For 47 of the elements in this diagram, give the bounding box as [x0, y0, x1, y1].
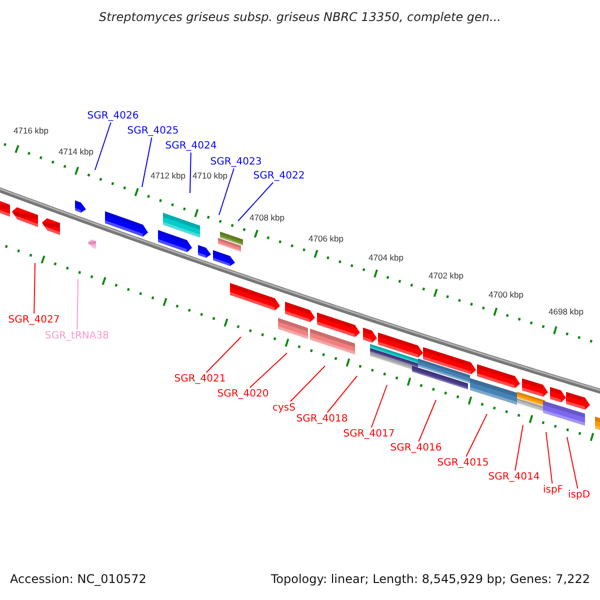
leader-line [142, 137, 152, 188]
leader-line [466, 414, 488, 457]
leader-line [76, 278, 78, 330]
title: Streptomyces griseus subsp. griseus NBRC 13350, complete gen... [98, 10, 502, 24]
leader-line [290, 366, 326, 402]
gene-label: SGR_4017 [343, 428, 395, 440]
scale-label: 4716 kbp [14, 126, 48, 136]
scale-label: 4710 kbp [192, 171, 228, 181]
gene-label: SGR_4026 [87, 110, 139, 122]
gene-label: SGR_4018 [296, 414, 348, 424]
gene-label: SGR_4024 [165, 140, 217, 152]
gene-label: SGR_4020 [217, 388, 269, 400]
scale-label: 4714 kbp [58, 147, 94, 157]
gene-label: SGR_4015 [437, 458, 489, 468]
leader-line [34, 262, 36, 314]
leader-line [94, 122, 112, 170]
leader-line [418, 400, 436, 442]
leader-line [370, 384, 388, 428]
leader-line [566, 436, 578, 489]
scale-label: 4706 kbp [308, 234, 344, 244]
leader-line [218, 168, 234, 216]
leader-line [514, 424, 524, 471]
gene-label: ispD [568, 490, 590, 500]
scale-label: 4698 kbp [548, 307, 584, 317]
gene-label: SGR_4021 [174, 374, 226, 384]
leader-line [249, 352, 288, 388]
leader-line [206, 336, 242, 373]
gene-label: SGR_4027 [8, 314, 60, 326]
scale-label: 4712 kbp [150, 171, 186, 181]
footer-note: Topology: linear; Length: 8,545,929 bp; Genes: 7,222 [270, 573, 590, 586]
gene-label: SGR_tRNA38 [45, 330, 109, 342]
gene-label: SGR_4023 [210, 156, 262, 168]
scale-label: 4704 kbp [368, 253, 404, 263]
gene-label: SGR_4014 [488, 472, 540, 482]
leader-line [190, 152, 192, 194]
scale-label: 4702 kbp [428, 271, 464, 281]
leader-line [238, 182, 274, 222]
gene-label: SGR_4016 [390, 442, 442, 454]
gene-label: SGR_4022 [253, 170, 305, 182]
gene-label: SGR_4025 [127, 126, 179, 136]
leader-line [546, 432, 553, 484]
scale-label: 4700 kbp [488, 290, 524, 300]
gene-label: cysS [272, 402, 296, 414]
footer-note: Accession: NC_010572 [10, 573, 146, 586]
gene-label: ispF [542, 484, 564, 496]
leader-line [326, 376, 358, 413]
scale-label: 4708 kbp [250, 213, 284, 223]
